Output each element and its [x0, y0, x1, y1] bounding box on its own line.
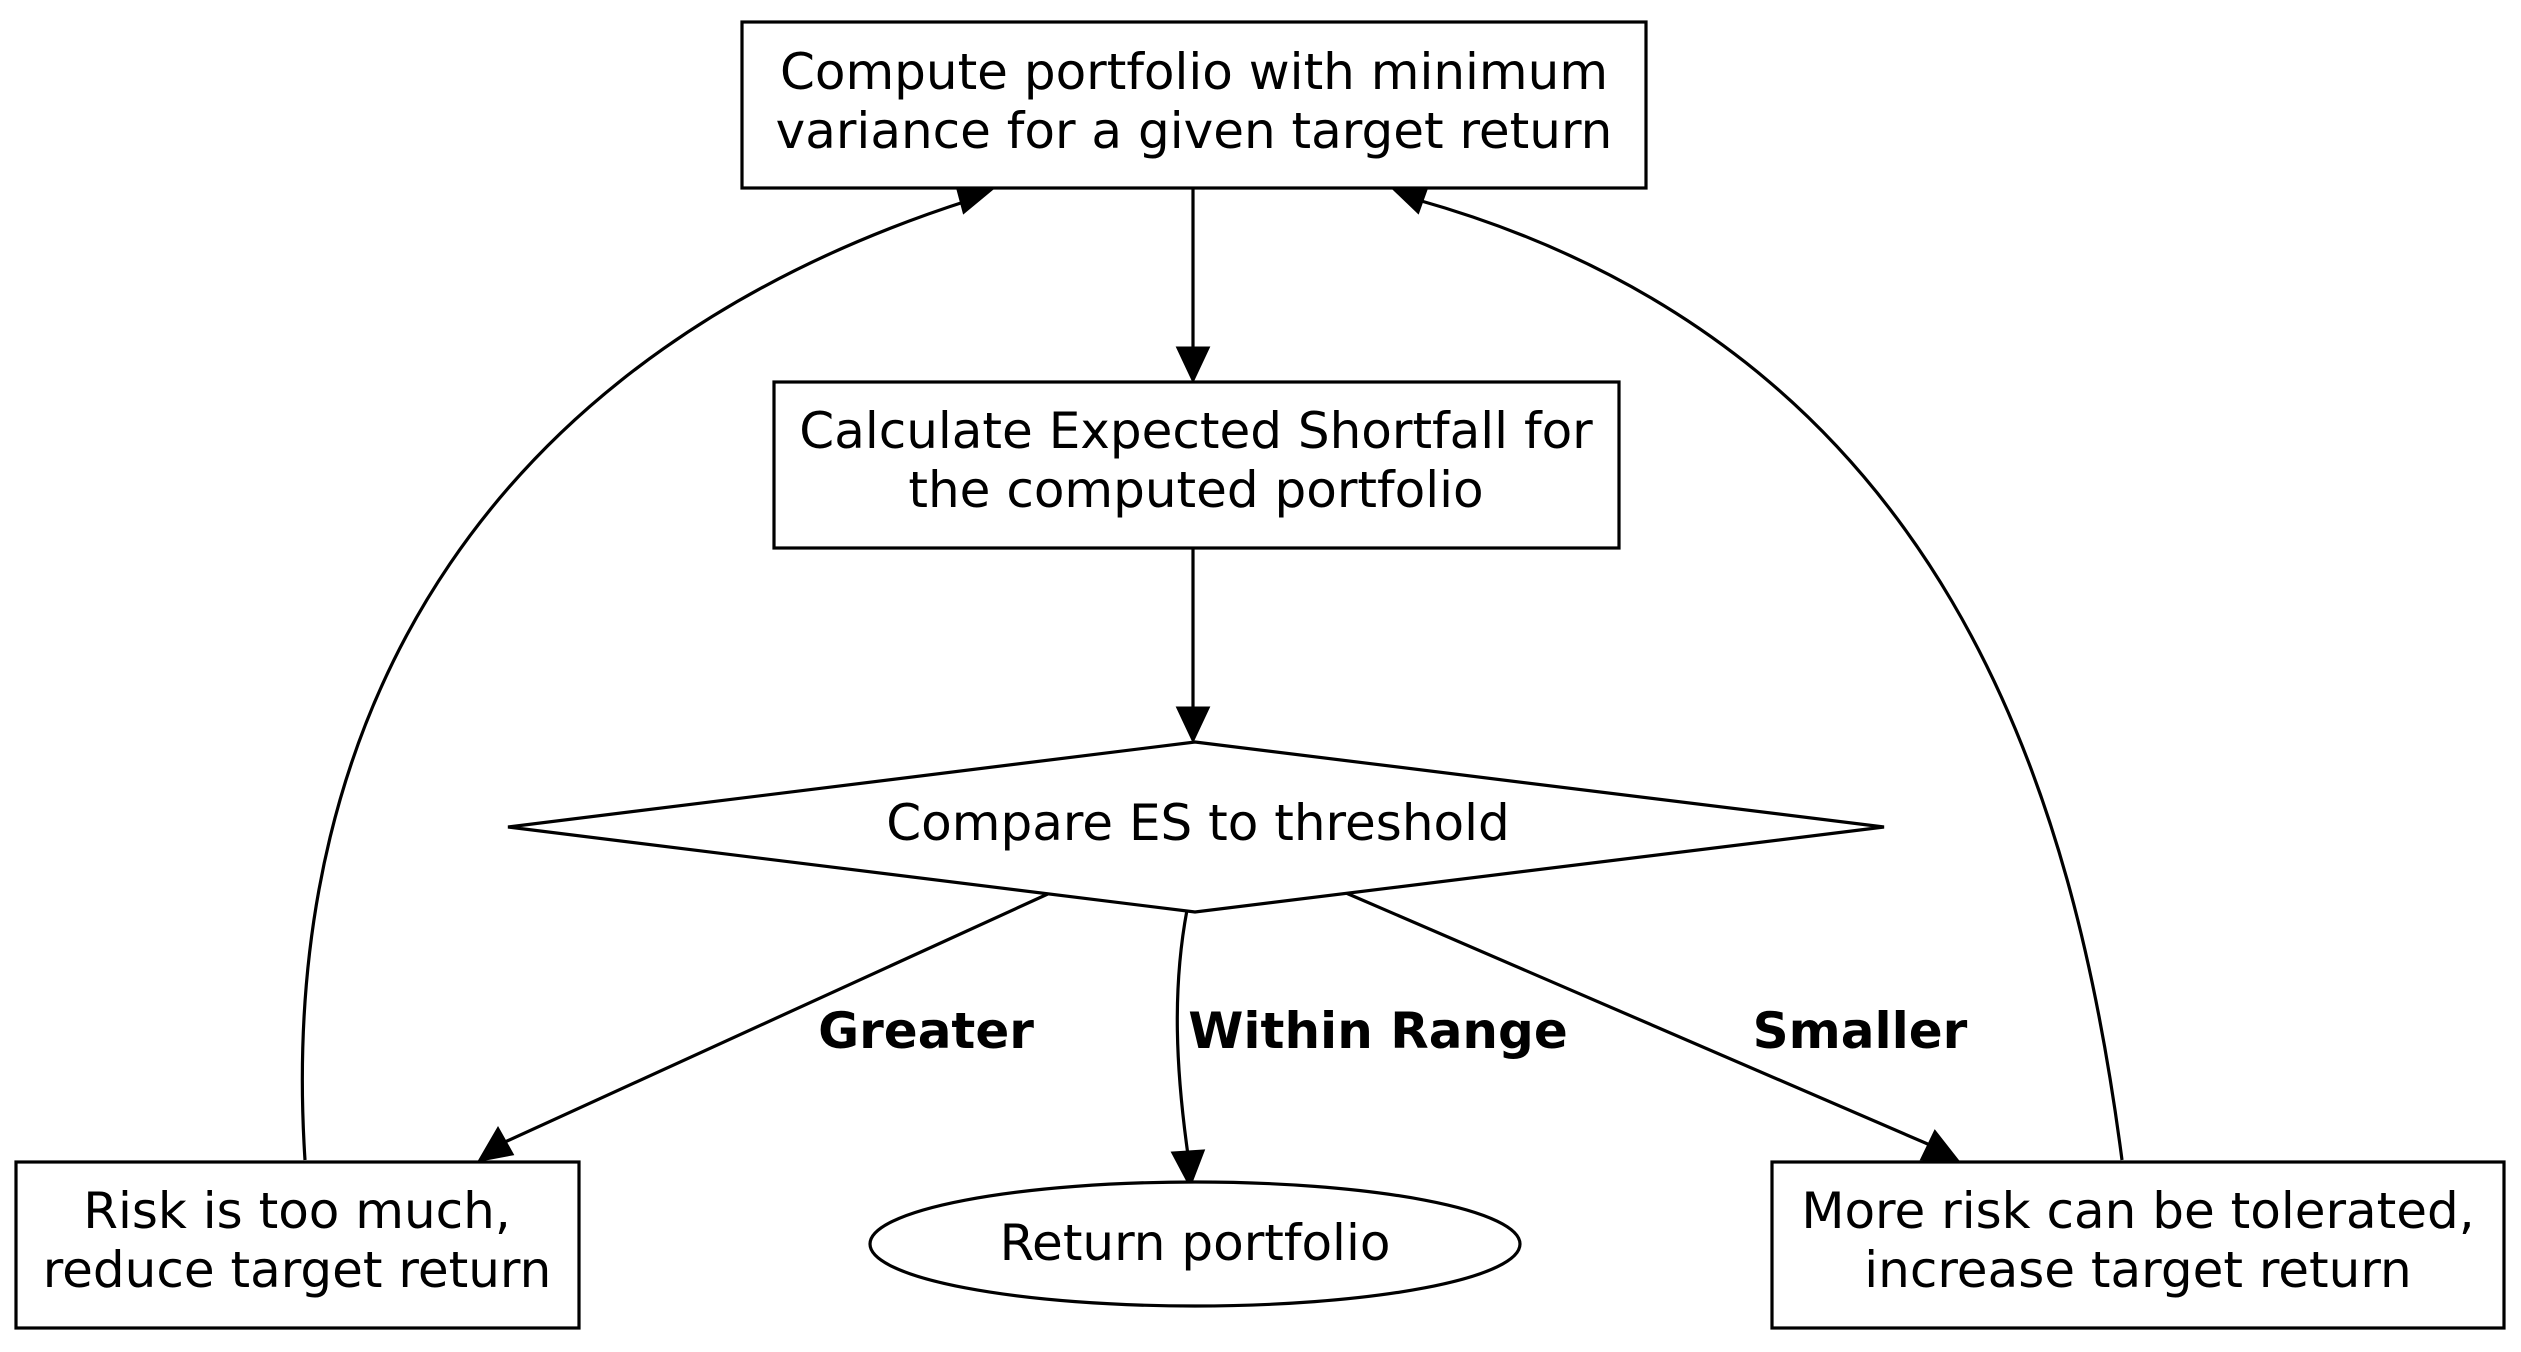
node-increase-line1: More risk can be tolerated, [1801, 1182, 2474, 1240]
node-calculate-line1: Calculate Expected Shortfall for [799, 402, 1593, 460]
arrowhead-icon [1170, 1149, 1206, 1189]
edge-reduce-to-compute [300, 198, 971, 1161]
arrowhead-icon [477, 1125, 515, 1163]
node-reduce-line1: Risk is too much, [83, 1182, 511, 1240]
node-return-label: Return portfolio [1000, 1214, 1391, 1272]
edge-greater [504, 891, 1051, 1144]
node-return: Return portfolio [868, 1180, 1522, 1308]
edge-label-greater: Greater [818, 1002, 1034, 1060]
node-calculate: Calculate Expected Shortfall for the com… [772, 380, 1621, 550]
arrowhead-icon [1919, 1129, 1961, 1162]
edge-within-range [1175, 909, 1190, 1156]
edge-increase-to-compute [1417, 198, 2124, 1161]
node-increase: More risk can be tolerated, increase tar… [1770, 1160, 2506, 1330]
node-compute-line1: Compute portfolio with minimum [780, 43, 1608, 101]
node-compare: Compare ES to threshold [507, 740, 1885, 914]
edge-smaller [1345, 891, 1931, 1147]
node-compute-line2: variance for a given target return [776, 102, 1613, 160]
node-reduce-line2: reduce target return [43, 1241, 552, 1299]
node-calculate-line2: the computed portfolio [908, 461, 1483, 519]
node-compute: Compute portfolio with minimum variance … [740, 20, 1648, 190]
arrowhead-icon [1175, 706, 1211, 744]
edge-label-within-range: Within Range [1188, 1002, 1567, 1060]
node-reduce: Risk is too much, reduce target return [14, 1160, 581, 1330]
node-increase-line2: increase target return [1864, 1241, 2411, 1299]
node-compare-label: Compare ES to threshold [886, 794, 1510, 852]
edge-label-smaller: Smaller [1753, 1002, 1968, 1060]
arrowhead-icon [1175, 346, 1211, 384]
